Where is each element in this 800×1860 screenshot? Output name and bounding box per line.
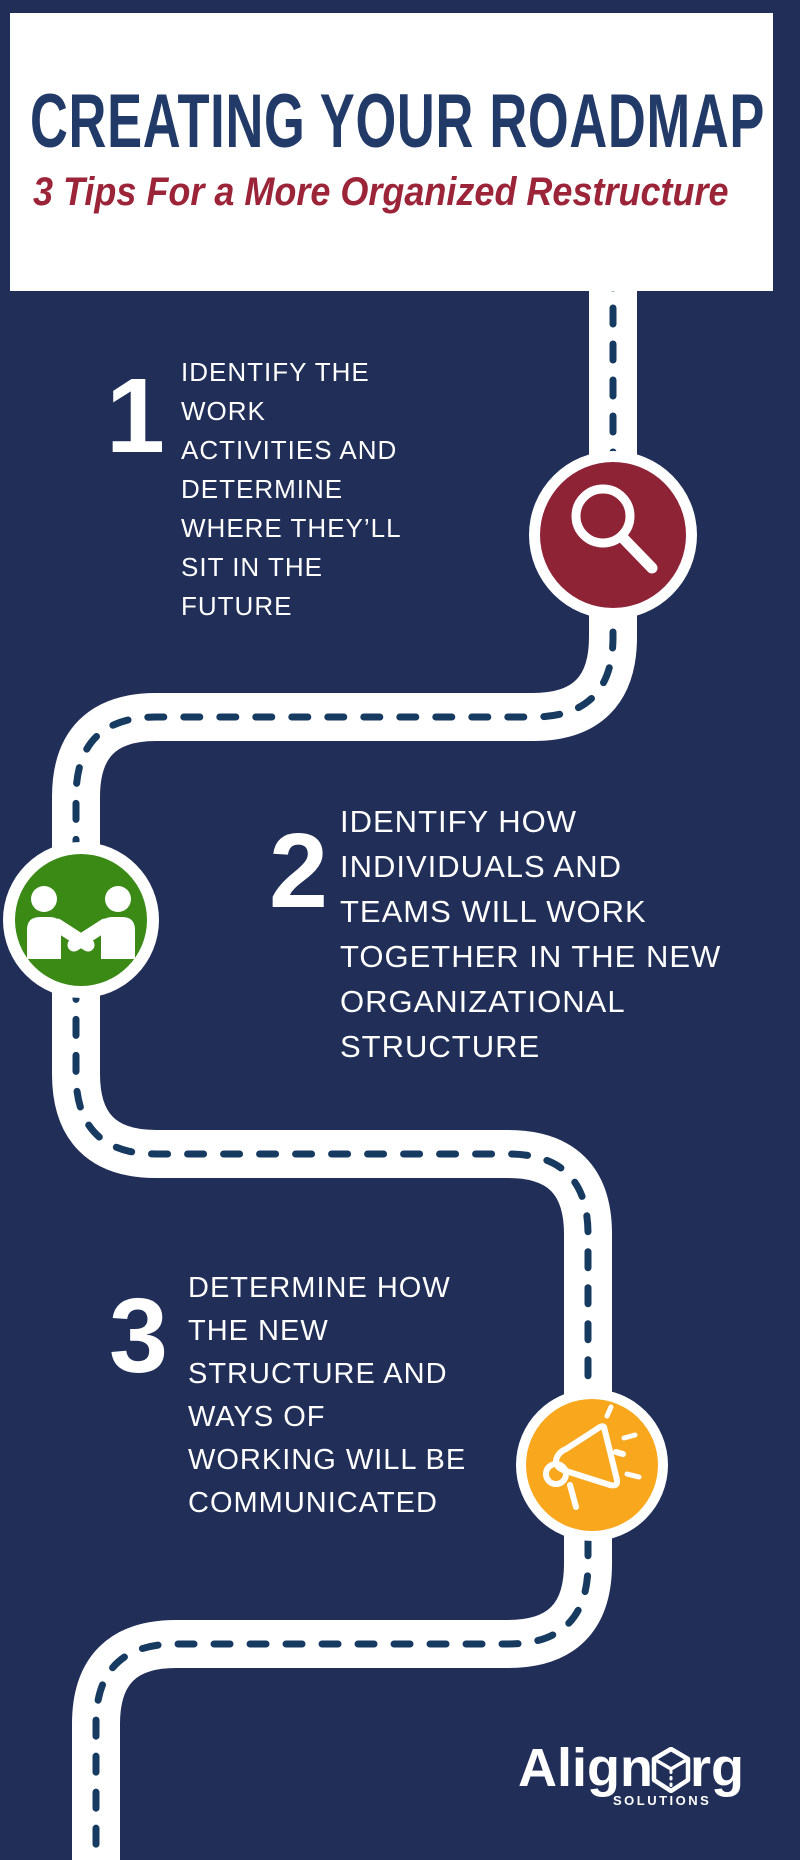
- logo-tagline: SOLUTIONS: [613, 1793, 712, 1808]
- tip2-text: IDENTIFY HOW INDIVIDUALS AND TEAMS WILL …: [340, 799, 721, 1069]
- road-dashes: [72, 268, 617, 1860]
- logo-text-align: Align: [518, 1738, 653, 1798]
- tip2-line: STRUCTURE: [340, 1029, 541, 1064]
- tip1-line: DETERMINE: [181, 474, 344, 504]
- megaphone-icon: [543, 1404, 642, 1510]
- tip1-line: WHERE THEY’LL: [181, 513, 402, 543]
- tip2-line: INDIVIDUALS AND: [340, 849, 623, 884]
- tip1-text: IDENTIFY THE WORK ACTIVITIES AND DETERMI…: [181, 353, 402, 626]
- tip1-line: SIT IN THE: [181, 552, 323, 582]
- magnifier-icon: [571, 484, 658, 574]
- page-title: CREATING YOUR ROADMAP: [30, 79, 766, 164]
- tip3-line: STRUCTURE AND: [188, 1358, 448, 1390]
- tip1-badge: [529, 451, 697, 619]
- tip2-line: TEAMS WILL WORK: [340, 894, 647, 929]
- tip1-number: 1: [106, 357, 165, 475]
- logo-text-rg: rg: [690, 1738, 744, 1798]
- tip2-line: TOGETHER IN THE NEW: [340, 939, 722, 974]
- cube-icon: [651, 1747, 691, 1793]
- tip1-line: ACTIVITIES AND: [181, 435, 398, 465]
- tip2-line: IDENTIFY HOW: [340, 804, 578, 839]
- tip1-line: FUTURE: [181, 591, 293, 621]
- tip3-line: WORKING WILL BE: [188, 1444, 467, 1476]
- handshake-icon: [27, 886, 135, 959]
- alignorg-logo: Align rg SOLUTIONS: [518, 1738, 758, 1818]
- page-subtitle: 3 Tips For a More Organized Restructure: [33, 170, 729, 214]
- tip2-badge: [3, 842, 159, 998]
- tip3-text: DETERMINE HOW THE NEW STRUCTURE AND WAYS…: [188, 1267, 466, 1525]
- badge-fill: [540, 462, 686, 608]
- tip3-line: COMMUNICATED: [188, 1487, 438, 1519]
- tip3-badge: [516, 1389, 668, 1541]
- tip3-line: THE NEW: [188, 1315, 329, 1347]
- tip1-line: WORK: [181, 396, 266, 426]
- tip1-line: IDENTIFY THE: [181, 357, 370, 387]
- badge-fill: [526, 1399, 658, 1531]
- tip3-line: WAYS OF: [188, 1401, 326, 1433]
- tip2-number: 2: [269, 812, 328, 930]
- tip3-line: DETERMINE HOW: [188, 1272, 451, 1304]
- header-card: CREATING YOUR ROADMAP 3 Tips For a More …: [10, 13, 773, 291]
- tip3-number: 3: [109, 1277, 168, 1395]
- tip2-line: ORGANIZATIONAL: [340, 984, 626, 1019]
